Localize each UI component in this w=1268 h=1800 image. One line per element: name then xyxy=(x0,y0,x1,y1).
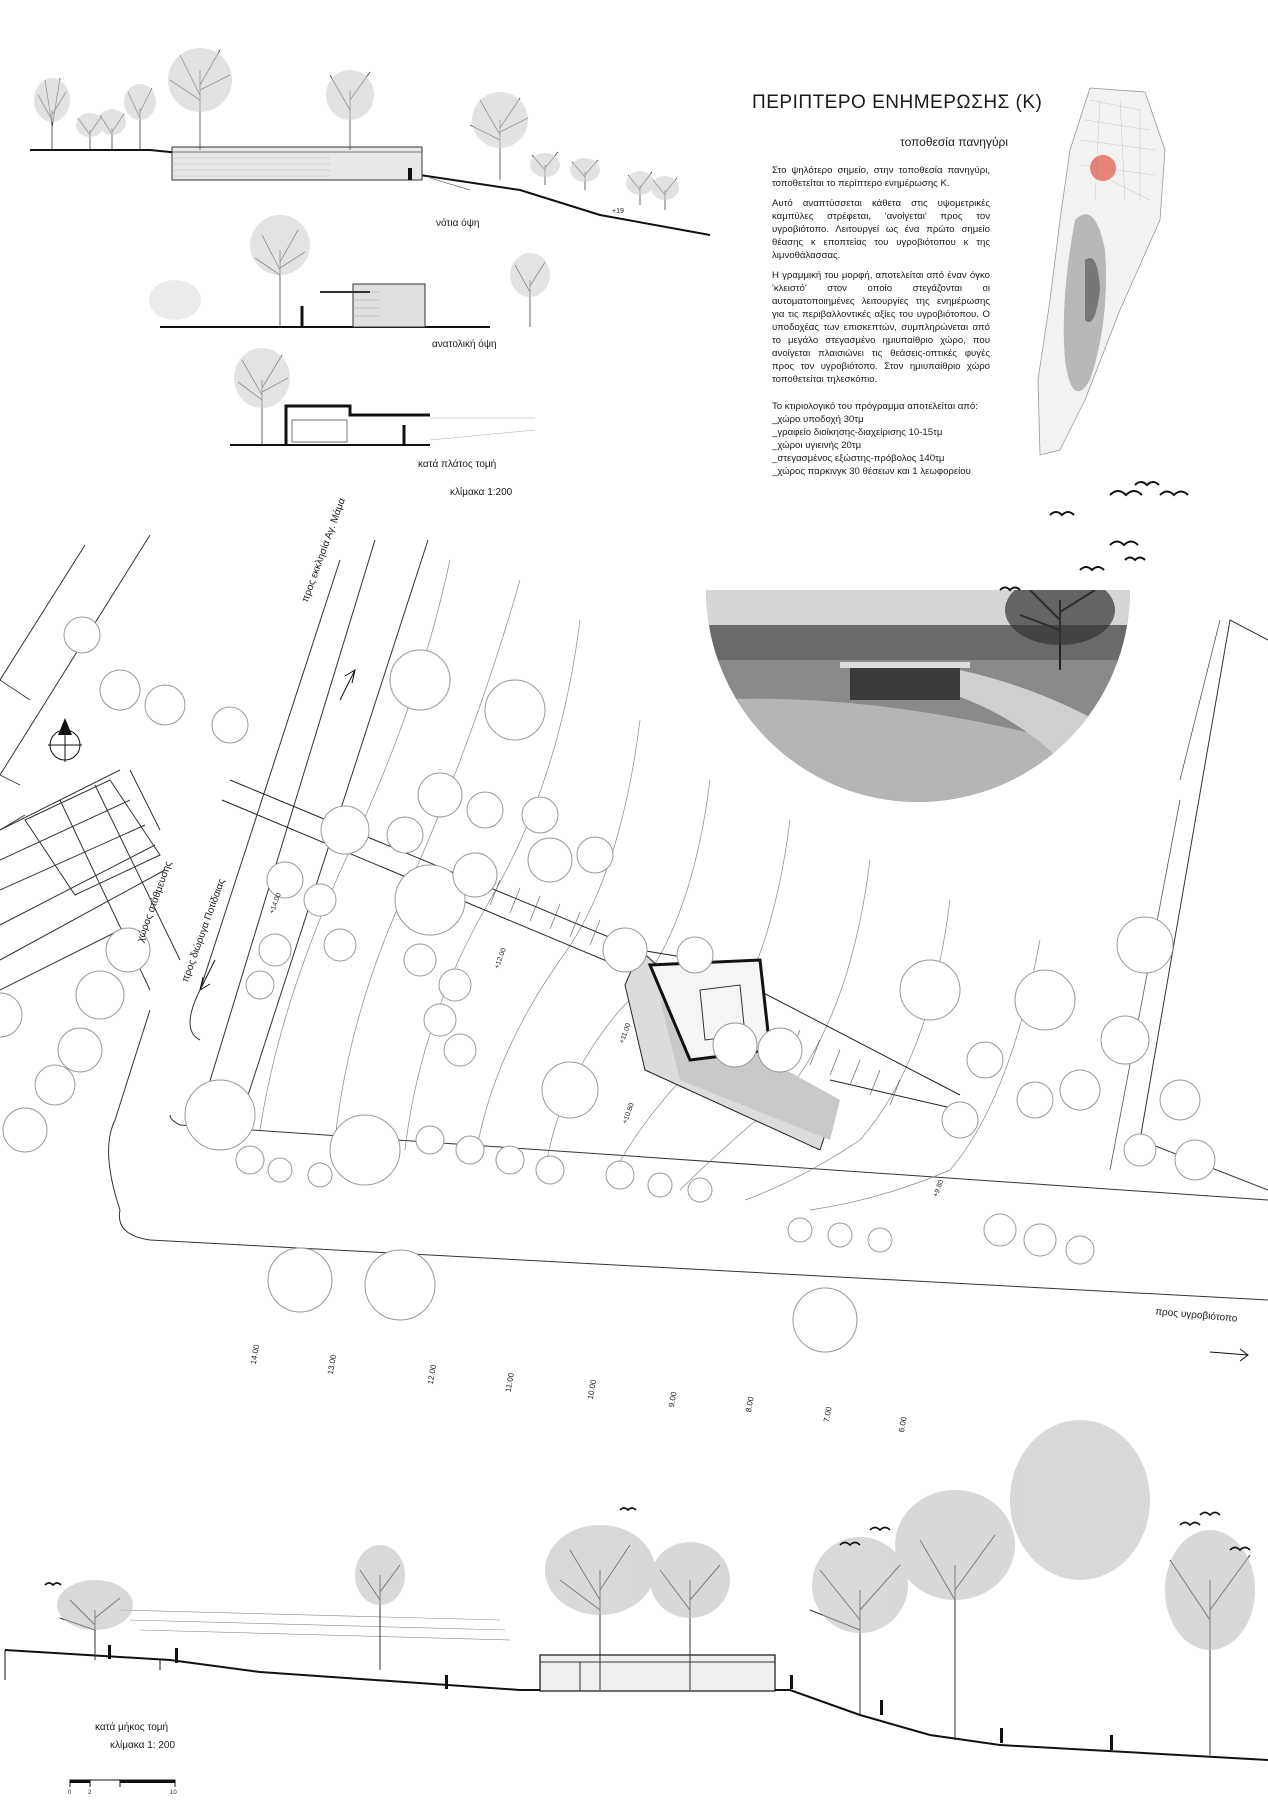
level-marker: +19 xyxy=(612,208,624,215)
site-photo xyxy=(706,590,1130,802)
birds-decoration xyxy=(999,481,1189,592)
site-plan xyxy=(0,534,1268,1362)
long-section-label: κατά μήκος τομή xyxy=(95,1722,169,1733)
site-map xyxy=(1037,87,1166,456)
program-intro: Το κτιριολογικό του πρόγραμμα αποτελείτα… xyxy=(772,401,978,412)
description-block: Στο ψηλότερο σημείο, στην τοποθεσία πανη… xyxy=(772,164,990,393)
scale-label: κλίμακα 1:200 xyxy=(450,487,513,498)
section-width-label: κατά πλάτος τομή xyxy=(418,459,497,470)
program-item: _στεγασμένος εξώστης-πρόβολος 140τμ xyxy=(772,453,945,464)
description-paragraph: Η γραμμική του μορφή, αποτελείται από έν… xyxy=(772,270,990,385)
program-item: _χώρο υποδοχή 30τμ xyxy=(772,414,864,425)
program-item: _χώρος παρκινγκ 30 θέσεων και 1 λεωφορεί… xyxy=(772,466,971,477)
east-elevation xyxy=(149,215,550,328)
scale-tick: 10 xyxy=(170,1790,177,1796)
description-paragraph: Στο ψηλότερο σημείο, στην τοποθεσία πανη… xyxy=(772,165,990,189)
east-elevation-label: ανατολική όψη xyxy=(432,339,497,350)
south-elevation xyxy=(30,48,711,236)
scale-bar xyxy=(69,1779,176,1787)
scale-tick: 2 xyxy=(88,1790,92,1796)
page-title: ΠΕΡΙΠΤΕΡΟ ΕΝΗΜΕΡΩΣΗΣ (Κ) xyxy=(752,92,1043,113)
south-elevation-label: νότια όψη xyxy=(436,218,480,229)
program-item: _γραφείο διοίκησης-διαχείρισης 10-15τμ xyxy=(772,427,943,438)
subtitle: τοποθεσία πανηγύρι xyxy=(900,135,1008,149)
program-item: _χώροι υγιεινής 20τμ xyxy=(772,440,862,451)
north-arrow-icon xyxy=(48,718,82,762)
long-section xyxy=(4,1420,1268,1761)
description-paragraph: Αυτό αναπτύσσεται κάθετα στις υψομετρικέ… xyxy=(772,198,990,261)
program-block: Το κτιριολογικό του πρόγραμμα αποτελείτα… xyxy=(772,400,1012,478)
scale-tick: 0 xyxy=(68,1790,72,1796)
plan-trees xyxy=(0,616,1216,1353)
width-section xyxy=(230,348,536,446)
long-section-scale: κλίμακα 1: 200 xyxy=(110,1740,176,1751)
